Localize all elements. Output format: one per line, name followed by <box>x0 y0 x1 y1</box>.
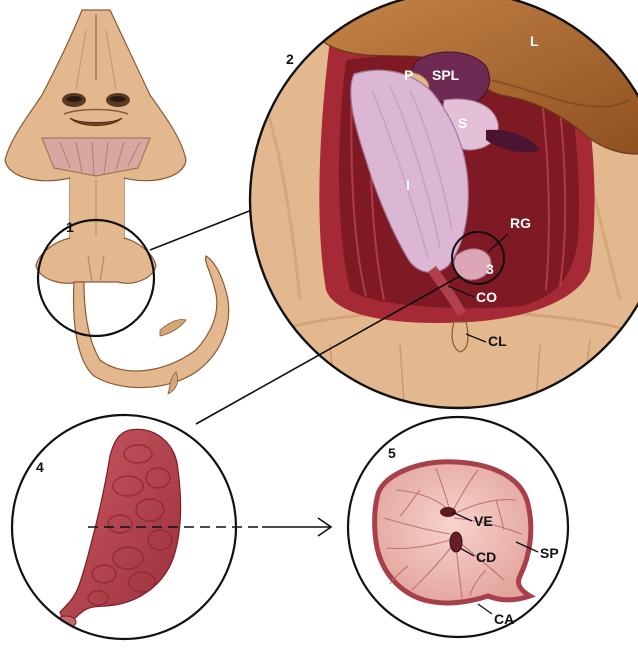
panel-number-3: 3 <box>486 261 494 277</box>
magnified-body-cavity <box>240 0 638 420</box>
gland-cross-section <box>340 410 580 650</box>
capsule <box>375 462 531 603</box>
label-central-duct: CD <box>476 549 496 565</box>
panel-number-1: 1 <box>66 219 74 235</box>
panel-number-4: 4 <box>36 459 44 475</box>
panel-number-2: 2 <box>286 51 294 67</box>
label-colon: CO <box>476 289 497 305</box>
label-secretory-parenchyma: SP <box>540 545 559 561</box>
label-vein: VE <box>474 513 493 529</box>
label-liver: L <box>530 33 539 49</box>
label-capsule: CA <box>494 611 514 627</box>
label-intestine: I <box>406 177 410 193</box>
label-cloaca: CL <box>488 333 507 349</box>
connector-1-to-2-upper <box>150 206 262 250</box>
shark-illustration <box>5 10 229 394</box>
label-rectal-gland: RG <box>510 215 531 231</box>
central-duct <box>450 532 462 552</box>
label-pancreas: P <box>404 67 413 83</box>
label-spleen: SPL <box>432 67 460 83</box>
cloaca <box>452 322 468 352</box>
central-vein <box>440 507 456 517</box>
panel-number-5: 5 <box>388 445 396 461</box>
label-stomach: S <box>458 115 467 131</box>
